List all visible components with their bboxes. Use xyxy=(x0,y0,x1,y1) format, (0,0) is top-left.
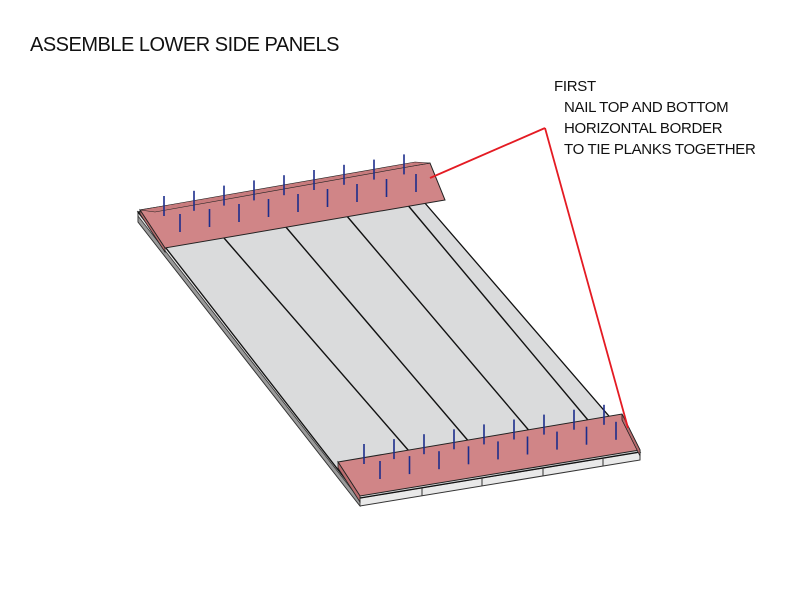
bottom-border-board xyxy=(337,413,641,504)
callout-line-1: FIRST xyxy=(554,78,596,95)
plank-seam xyxy=(284,225,483,458)
top-border-top xyxy=(139,161,431,213)
panel-edge-dark xyxy=(137,214,361,508)
callout-line-4: TO TIE PLANKS TOGETHER xyxy=(564,141,756,158)
callout-note: FIRST NAIL TOP AND BOTTOM HORIZONTAL BOR… xyxy=(554,76,756,160)
top-border-nails xyxy=(163,154,417,232)
callout-line-2: NAIL TOP AND BOTTOM xyxy=(564,99,729,116)
plank-seam xyxy=(405,202,604,439)
callout-line-to-bottom-border xyxy=(544,127,629,429)
plank-seam xyxy=(223,237,423,467)
bottom-edge-segments xyxy=(421,458,604,496)
top-border-board xyxy=(139,161,446,254)
plank-seam xyxy=(345,214,544,448)
bottom-border-side xyxy=(337,460,361,504)
callout-line-to-top-border xyxy=(429,127,546,179)
callout-leader xyxy=(429,127,629,429)
bottom-border-nails xyxy=(363,404,617,479)
top-border-side xyxy=(139,208,166,254)
plank-seams xyxy=(223,202,604,467)
page-title: ASSEMBLE LOWER SIDE PANELS xyxy=(30,34,339,56)
callout-line-3: HORIZONTAL BORDER xyxy=(564,120,723,137)
